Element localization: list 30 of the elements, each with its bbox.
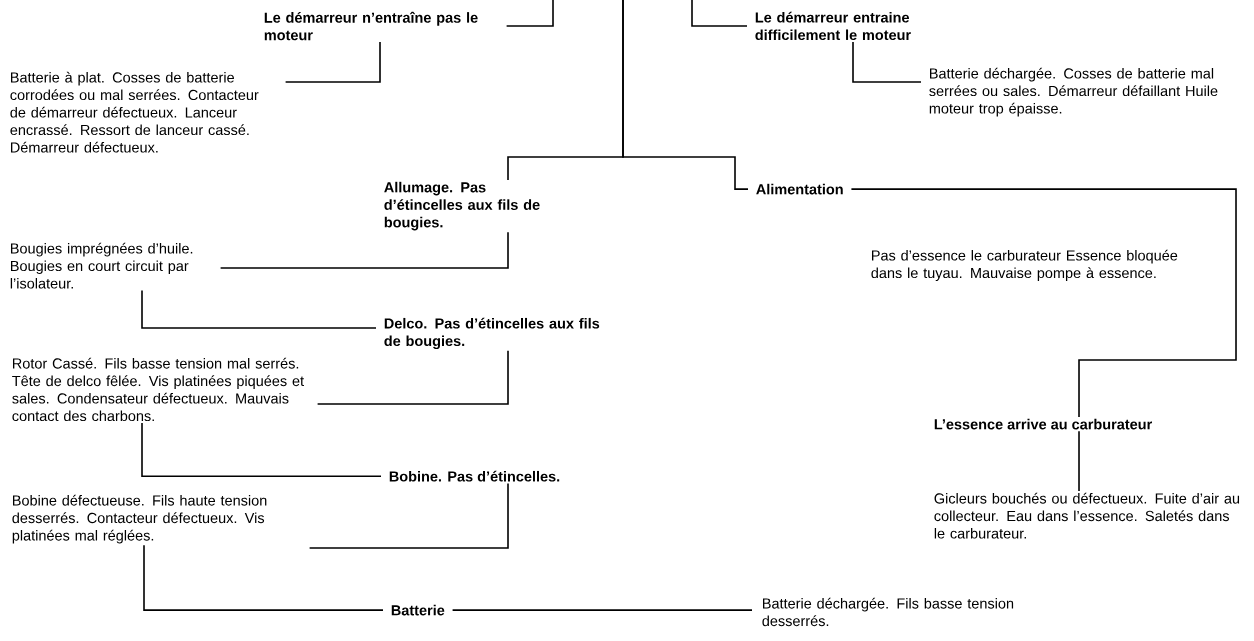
- connector-line: [141, 422, 382, 477]
- cause-list: Bougies imprégnées d’huile. Bougies en court circuit par l’isolateur.: [10, 242, 193, 289]
- connector-line: [850, 188, 1237, 418]
- fault-heading: Alimentation: [756, 183, 843, 195]
- fault-heading: Allumage. Pas d’étincelles aux fils de bougies.: [384, 181, 540, 231]
- cause-list: Bobine défectueuse. Fils haute tension desserrés. Contacteur défectueux. Vis platinées mal réglées.: [12, 494, 267, 544]
- connector-line: [622, 0, 749, 190]
- connector-line: [505, 0, 554, 27]
- connector-line: [1078, 430, 1080, 492]
- fault-heading: Batterie: [391, 604, 445, 616]
- cause-list: Batterie à plat. Cosses de batterie corrodées ou mal serrées. Contacteur de démarreur défectueux. Lanceur encrassé. Ressort de lanceur cassé. Démarreur défectueux.: [10, 71, 259, 153]
- cause-list: Batterie déchargée. Cosses de batterie mal serrées ou sales. Démarreur défaillant Huile moteur trop épaisse.: [929, 67, 1218, 117]
- fault-heading: Bobine. Pas d’étincelles.: [389, 470, 560, 482]
- connector-line: [691, 0, 748, 27]
- connector-line: [308, 482, 509, 549]
- fault-heading: Delco. Pas d’étincelles aux fils de bougies.: [384, 317, 600, 349]
- connector-line: [143, 544, 384, 611]
- cause-list: Rotor Cassé. Fils basse tension mal serrés. Tête de delco fêlée. Vis platinées piquées et sales. Condensateur défectueux. Mauvais contact des charbons.: [12, 357, 304, 422]
- connector-line: [219, 231, 509, 269]
- fault-heading: Le démarreur n’entraîne pas le moteur: [264, 11, 478, 41]
- cause-list: Batterie déchargée. Fils basse tension desserrés.: [762, 597, 1014, 627]
- connector-line: [284, 41, 381, 83]
- fault-heading: Le démarreur entraine difficilement le moteur: [755, 11, 911, 41]
- connector-line: [451, 609, 753, 611]
- fault-heading: L’essence arrive au carburateur: [934, 418, 1152, 430]
- connector-line: [852, 41, 922, 83]
- cause-list: Gicleurs bouchés ou défectueux. Fuite d’air au collecteur. Eau dans l’essence. Saletés dans le carburateur.: [934, 492, 1240, 539]
- connector-line: [141, 289, 377, 329]
- connector-line: [316, 350, 509, 405]
- cause-list: Pas d’essence le carburateur Essence bloquée dans le tuyau. Mauvaise pompe à essence.: [871, 249, 1178, 281]
